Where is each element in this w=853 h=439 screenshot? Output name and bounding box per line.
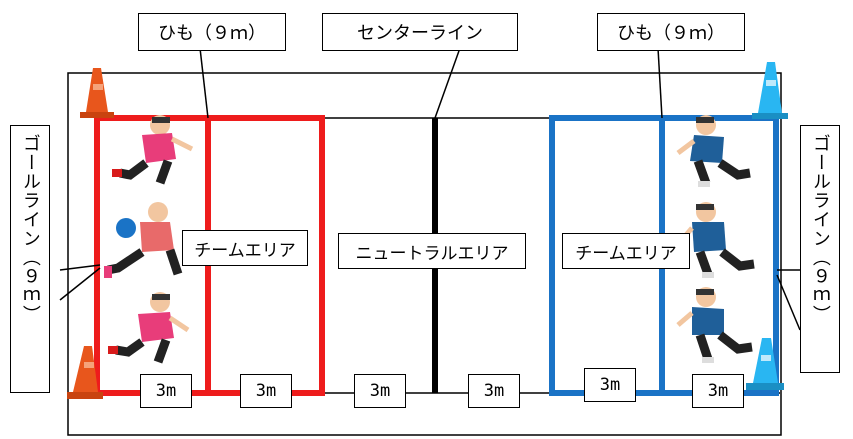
- cone-icon: [746, 338, 784, 390]
- distance-label-6: 3m: [692, 374, 744, 408]
- left-goal-line-label: ゴールライン（９ｍ）: [10, 125, 50, 393]
- cone-icon: [67, 346, 103, 399]
- center-line-pointer: [434, 47, 461, 119]
- player-icon: [112, 115, 194, 185]
- right-team-area-label: チームエリア: [562, 233, 690, 269]
- neutral-area-label: ニュートラルエリア: [338, 233, 526, 269]
- distance-label-5: 3m: [584, 368, 636, 402]
- distance-label-1: 3m: [140, 374, 192, 408]
- cone-icon: [80, 68, 114, 118]
- distance-label-3: 3m: [354, 374, 406, 408]
- player-icon: [676, 115, 751, 187]
- player-icon: [108, 292, 190, 364]
- distance-label-2: 3m: [240, 374, 292, 408]
- right-string-pointer: [657, 47, 663, 119]
- right-goal-line-label: ゴールライン（９ｍ）: [800, 125, 840, 373]
- left-string-label: ひも（９ｍ）: [138, 13, 286, 51]
- right-string-label: ひも（９ｍ）: [597, 13, 745, 51]
- left-team-area-label: チームエリア: [182, 230, 308, 266]
- right-goal-pointer-2: [776, 274, 801, 331]
- left-goal-pointer-1: [59, 264, 101, 271]
- distance-label-4: 3m: [468, 374, 520, 408]
- cone-icon: [752, 62, 788, 119]
- court-outline: [67, 72, 782, 436]
- center-line-label: センターライン: [322, 13, 518, 51]
- player-icon: [678, 202, 755, 278]
- left-string-pointer: [199, 47, 209, 119]
- right-goal-line-text: ゴールライン（９ｍ）: [809, 134, 831, 324]
- left-goal-pointer-2: [59, 267, 101, 301]
- player-icon: [104, 202, 183, 278]
- player-icon: [676, 287, 753, 363]
- left-goal-line-text: ゴールライン（９ｍ）: [19, 134, 41, 324]
